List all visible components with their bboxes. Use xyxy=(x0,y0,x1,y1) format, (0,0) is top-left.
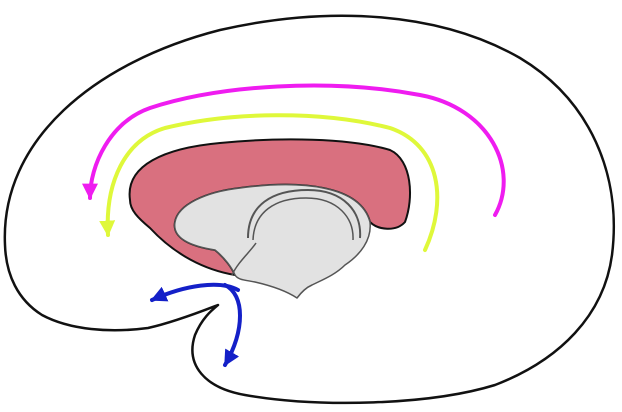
lateral-ventricle xyxy=(175,185,371,298)
blue-arrow-down-branch xyxy=(225,285,240,365)
